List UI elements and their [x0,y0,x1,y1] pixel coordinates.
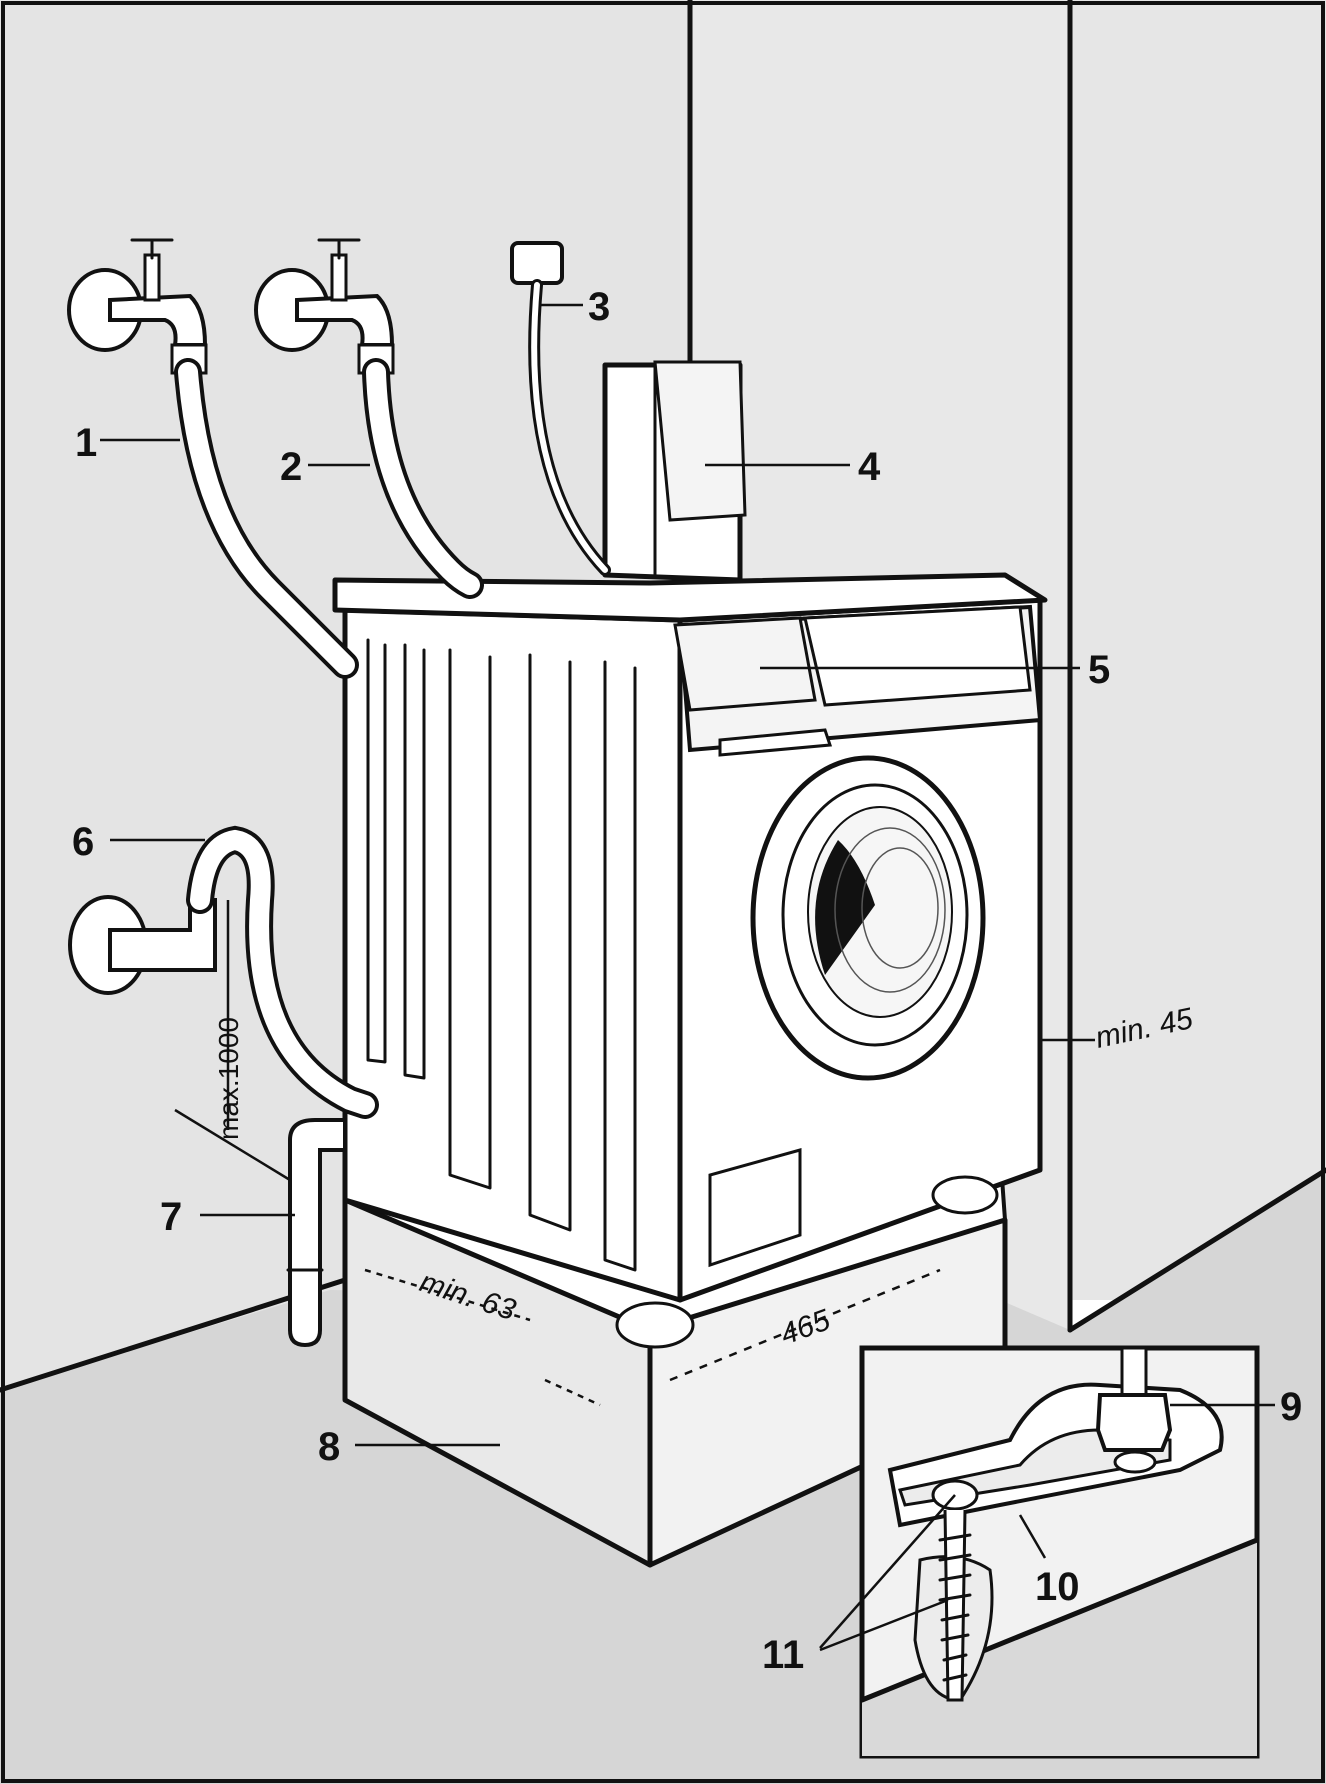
threaded-rod [1120,1346,1148,1398]
control-display-left [673,616,817,712]
dim-max1000-label: max.1000 [213,1017,244,1140]
appliance-side [342,607,683,1303]
callout-11: 11 [762,1633,804,1677]
callout-9: 9 [1280,1385,1302,1429]
side-panel-ribs [366,638,637,1272]
callout-1: 1 [75,421,97,465]
callout-8: 8 [318,1425,340,1469]
screw-thread [938,1533,972,1682]
dim-min63-line [364,1268,531,1322]
door-ripples [834,827,946,993]
floor-edge-left [0,1277,348,1393]
callout-2: 2 [280,445,302,489]
callout-4: 4 [858,445,881,489]
control-display-right [803,605,1032,707]
drain-pipe [288,1118,347,1348]
power-socket [510,241,564,285]
inlet-hose-2-fill [366,362,480,595]
nut-washer [1113,1450,1157,1474]
callout-7: 7 [160,1195,182,1239]
wall-right-panel [1070,0,1326,1300]
floor-edge-right [1067,1167,1326,1333]
dim-max1000-base [174,1108,291,1182]
dim-min63-ext [544,1378,601,1407]
power-cable-fill [531,282,608,573]
callout-6: 6 [72,820,94,864]
foot-front-right [931,1175,999,1215]
lock-nut [1095,1393,1173,1452]
callout-3: 3 [588,285,610,329]
dim-465-line [669,1268,941,1382]
detergent-drawer [718,728,833,757]
callout-10: 10 [1035,1565,1080,1609]
foot-front-left [615,1301,695,1349]
callout-5: 5 [1088,648,1110,692]
siphon-pipe [108,898,217,972]
inlet-hose-1-fill [178,362,355,675]
tap-1 [67,238,208,375]
service-flap [708,1148,802,1268]
appliance-top [332,572,1048,623]
vent-duct-front [653,360,747,522]
drain-hose-fill [190,829,375,1115]
detail-inset-content [859,1346,1260,1756]
drum-opening [815,840,875,975]
callout-leaders [100,303,1275,1652]
